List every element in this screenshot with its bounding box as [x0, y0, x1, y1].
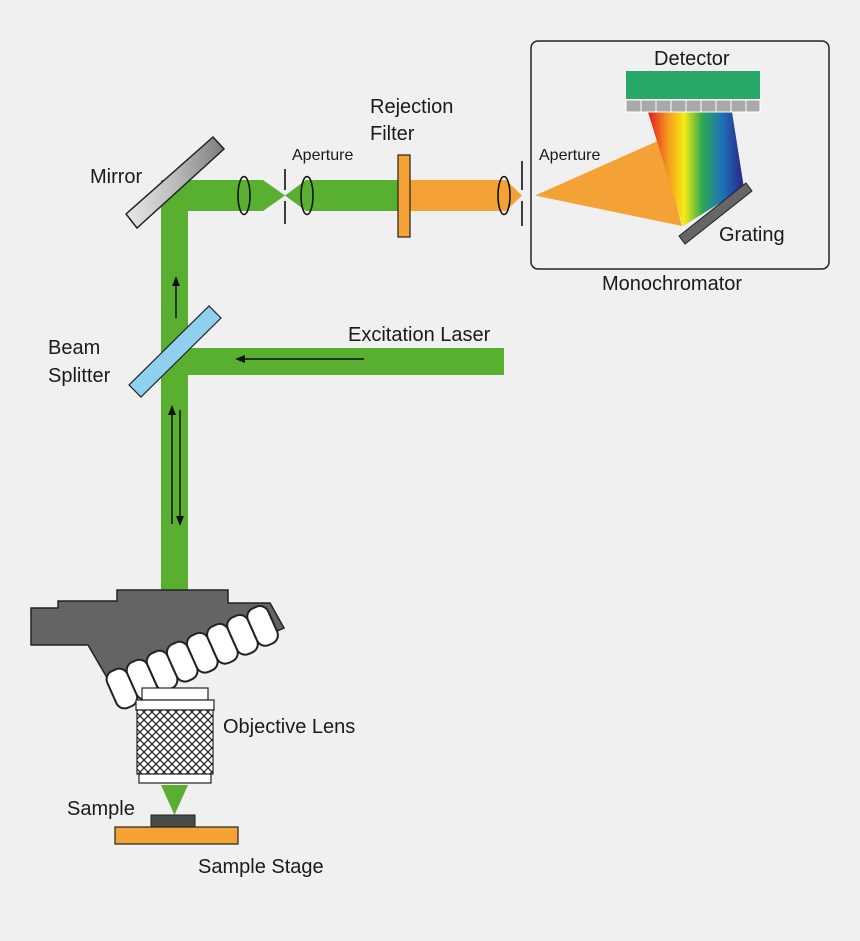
lens-1	[237, 175, 251, 216]
rejection-filter	[397, 154, 411, 238]
beam-direction-arrows	[168, 276, 364, 526]
microscope-nosepiece	[30, 589, 286, 710]
grating	[678, 182, 753, 245]
grating-label: Grating	[719, 224, 785, 246]
lens-3	[497, 175, 511, 216]
rejection-filter-label-line1: Rejection	[370, 96, 453, 118]
laser-beam	[161, 180, 504, 815]
detector	[626, 71, 760, 99]
sample-label: Sample	[67, 798, 135, 820]
sample-stage	[114, 826, 239, 845]
mirror-label: Mirror	[90, 166, 143, 188]
monochromator-box	[530, 40, 830, 270]
beam-splitter-label-line2: Splitter	[48, 365, 111, 387]
beam-splitter	[128, 305, 222, 398]
aperture-2-label: Aperture	[539, 147, 600, 164]
raman-beam	[410, 140, 682, 226]
objective-lens	[135, 687, 215, 784]
detector-label: Detector	[654, 48, 730, 70]
sample	[150, 814, 196, 828]
rejection-filter-label-line2: Filter	[370, 123, 415, 145]
sample-stage-label: Sample Stage	[198, 856, 324, 878]
detector-pixel-array	[625, 99, 761, 113]
lens-2	[300, 175, 314, 216]
dispersed-spectrum	[648, 112, 744, 226]
excitation-laser-label: Excitation Laser	[348, 324, 491, 346]
aperture-1-label: Aperture	[292, 147, 353, 164]
beam-splitter-label-line1: Beam	[48, 337, 100, 359]
objective-lens-label: Objective Lens	[223, 716, 355, 738]
monochromator-label: Monochromator	[602, 273, 742, 295]
mirror	[124, 135, 226, 230]
